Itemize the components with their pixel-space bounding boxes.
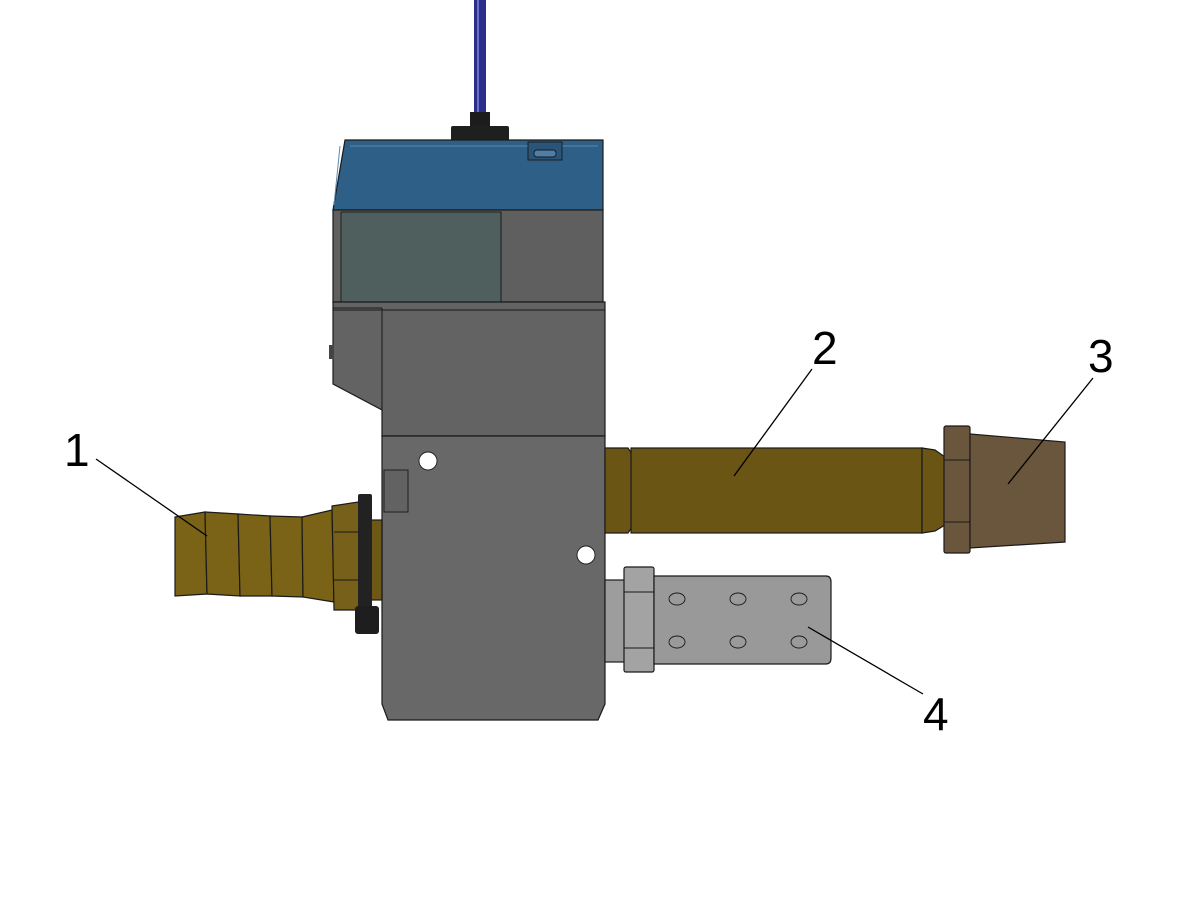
port-1-hose-barb: [174, 494, 383, 634]
leader-lines: [95, 368, 1094, 695]
solenoid-cover: [332, 139, 604, 211]
port-4-silencer: [604, 566, 832, 673]
callout-2: 2: [812, 322, 838, 374]
valve-upper-body: [329, 301, 606, 437]
port-2-brass-tube: [604, 447, 946, 534]
leader-line-3: [1007, 377, 1094, 485]
signal-cable: [474, 0, 486, 120]
solenoid-coil: [332, 209, 604, 303]
callout-3: 3: [1088, 330, 1114, 382]
leader-line-2: [733, 368, 813, 477]
leader-line-4: [807, 626, 924, 695]
valve-lower-body: [381, 435, 606, 721]
port-3-end-cap: [943, 425, 1066, 554]
callout-4: 4: [923, 688, 949, 740]
leader-line-1: [95, 458, 208, 537]
mounting-hole-bottom: [576, 545, 596, 565]
cable-connector: [451, 112, 509, 144]
callout-1: 1: [64, 424, 90, 476]
callout-labels: 1 2 3 4: [64, 322, 1114, 740]
mounting-hole-top: [418, 451, 438, 471]
